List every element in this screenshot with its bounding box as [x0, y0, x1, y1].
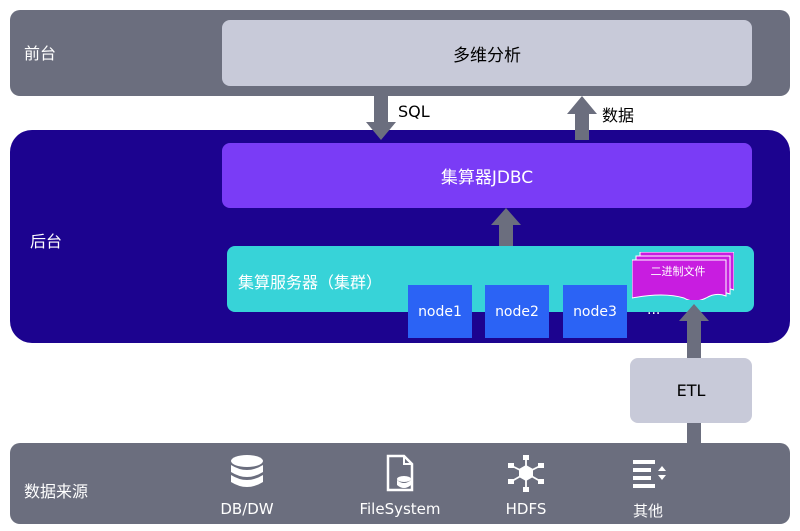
network-icon	[508, 455, 544, 492]
more-nodes-ellipsis: ...	[647, 302, 661, 318]
node-3: node3	[563, 285, 627, 338]
data-source-label: 数据来源	[24, 482, 89, 501]
node-1: node1	[408, 285, 472, 338]
file-icon	[386, 454, 414, 492]
cluster-to-jdbc-arrow	[491, 208, 521, 246]
node-3-label: node3	[573, 303, 617, 320]
source-filesystem-label: FileSystem	[359, 500, 441, 518]
list-icon	[633, 460, 666, 488]
sql-down-arrow	[366, 96, 396, 140]
node-2-label: node2	[495, 303, 539, 320]
binary-file-label: 二进制文件	[650, 265, 706, 278]
etl-box: ETL	[630, 358, 752, 423]
binary-file-icon	[632, 252, 734, 300]
source-to-etl-connector	[687, 423, 701, 444]
backend-label: 后台	[30, 232, 63, 251]
sql-flow-label: SQL	[398, 102, 430, 121]
node-1-label: node1	[418, 303, 462, 320]
server-cluster-label: 集算服务器（集群）	[238, 273, 383, 292]
source-hdfs-label: HDFS	[505, 500, 547, 518]
node-2: node2	[485, 285, 549, 338]
etl-to-binary-arrow	[679, 304, 709, 358]
data-up-arrow	[567, 96, 597, 140]
analysis-label: 多维分析	[453, 45, 521, 66]
jdbc-box: 集算器JDBC	[222, 143, 752, 208]
database-icon	[231, 455, 263, 487]
etl-label: ETL	[676, 381, 706, 400]
source-other-label: 其他	[632, 502, 663, 520]
jdbc-label: 集算器JDBC	[440, 168, 534, 188]
data-flow-label: 数据	[602, 106, 635, 125]
multidimensional-analysis-box: 多维分析	[222, 20, 752, 86]
frontend-label: 前台	[24, 44, 57, 63]
source-dbdw-label: DB/DW	[220, 500, 274, 518]
